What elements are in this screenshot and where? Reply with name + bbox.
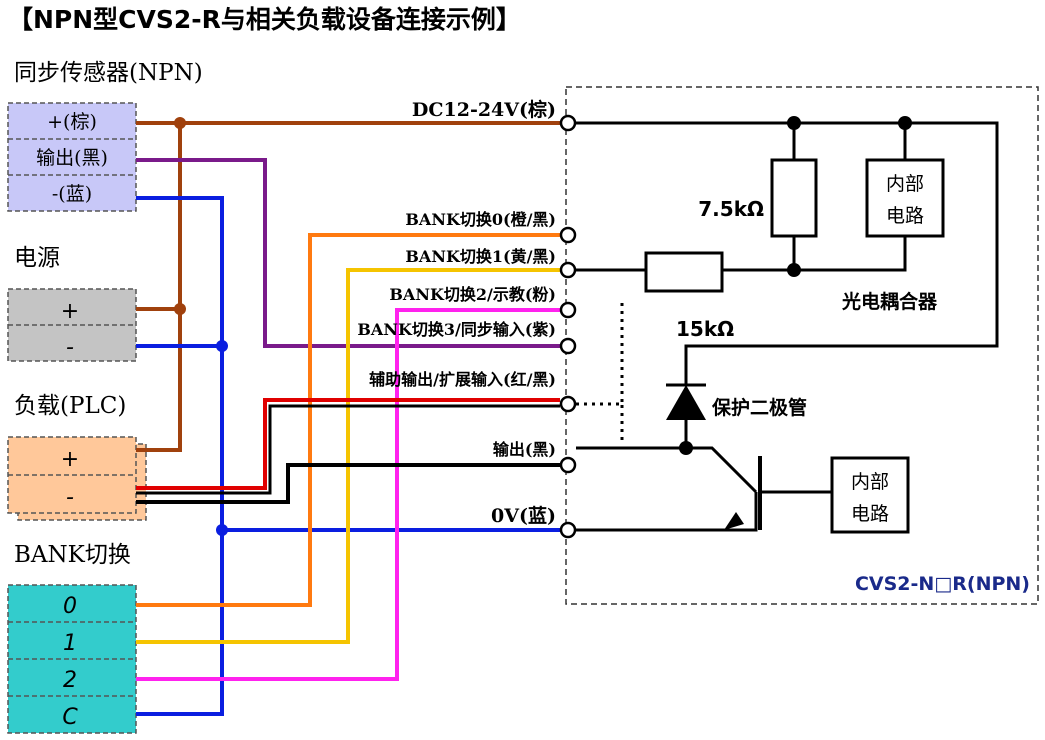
junction-brown-1 <box>174 117 186 129</box>
resistor-15k <box>644 251 724 293</box>
junction-internal-4 <box>679 441 693 455</box>
transistor-leads <box>576 420 758 532</box>
wire-blue <box>136 196 560 716</box>
internal-circuit-bottom-box <box>830 456 910 534</box>
sensor-row-plus: +(棕) <box>47 111 97 133</box>
junction-internal-1 <box>787 116 801 130</box>
terminal-bank1 <box>559 261 577 279</box>
internal-top-bus <box>576 121 999 385</box>
sensor-box: +(棕) 输出(黑) -(蓝) <box>7 102 137 212</box>
junction-brown-2 <box>174 303 186 315</box>
junction-blue-2 <box>216 524 228 536</box>
resistor-7k5-label: 7.5kΩ <box>698 197 764 221</box>
internal-circuit-top-line1: 内部 <box>886 173 924 195</box>
wire-yellow <box>136 268 560 644</box>
terminal-bank0 <box>559 226 577 244</box>
load-box: + - <box>7 436 147 521</box>
terminal-label-output: 输出(黑) <box>493 440 556 459</box>
terminal-aux <box>559 395 577 413</box>
load-group-label: 负载(PLC) <box>14 393 126 419</box>
power-group-label: 电源 <box>14 245 60 271</box>
diagram-title: 【NPN型CVS2-R与相关负载设备连接示例】 <box>8 5 521 34</box>
bank-row-2: 2 <box>63 668 77 693</box>
bank-row-c: C <box>62 705 78 730</box>
junction-blue-1 <box>216 340 228 352</box>
junction-internal-2 <box>898 116 912 130</box>
terminal-label-bank0: BANK切换0(橙/黑) <box>405 210 556 229</box>
protection-diode-label: 保护二极管 <box>711 396 807 419</box>
wire-red <box>136 398 560 490</box>
bank-row-0: 0 <box>63 594 77 619</box>
terminal-output <box>559 456 577 474</box>
bank-box: 0 1 2 C <box>7 584 137 734</box>
terminal-bank3 <box>559 337 577 355</box>
wire-red-black-stripe <box>136 404 560 495</box>
junction-internal-3 <box>787 263 801 277</box>
bank-group-label: BANK切换 <box>14 542 131 568</box>
terminal-dc <box>559 114 577 132</box>
internal-circuit-top-box <box>865 158 945 238</box>
wire-purple <box>136 158 560 348</box>
terminal-label-bank1: BANK切换1(黄/黑) <box>405 247 556 266</box>
protection-diode-icon <box>666 385 706 420</box>
internal-circuit-top-line2: 电路 <box>886 205 924 227</box>
device-boundary <box>565 86 1039 605</box>
wire-black <box>136 463 560 504</box>
optocoupler-label: 光电耦合器 <box>841 290 938 313</box>
terminal-label-aux: 辅助输出/扩展输入(红/黑) <box>369 370 556 389</box>
terminal-label-dc: DC12-24V(棕) <box>412 98 556 121</box>
resistor-15k-label: 15kΩ <box>676 317 734 341</box>
terminal-label-bank3: BANK切换3/同步输入(紫) <box>357 320 556 339</box>
power-row-minus: - <box>66 335 74 360</box>
internal-circuit-bottom-line1: 内部 <box>851 471 889 493</box>
terminal-label-0v: 0V(蓝) <box>491 504 556 527</box>
power-row-plus: + <box>61 299 79 324</box>
sensor-row-output: 输出(黑) <box>36 147 108 169</box>
sensor-group-label: 同步传感器(NPN) <box>14 60 203 86</box>
transistor-emitter-arrow <box>724 512 744 530</box>
aux-dotted-line <box>576 300 624 406</box>
terminal-bank2 <box>559 301 577 319</box>
resistor-7k5 <box>770 158 818 238</box>
load-row-plus: + <box>61 447 79 472</box>
load-row-minus: - <box>66 485 74 510</box>
wire-pink <box>136 308 560 681</box>
wire-orange <box>136 233 560 607</box>
wire-brown <box>136 121 560 452</box>
internal-circuit-bottom-line2: 电路 <box>851 503 889 525</box>
bank-row-1: 1 <box>63 631 77 656</box>
device-model-label: CVS2-N□R(NPN) <box>855 573 1030 595</box>
power-box: + - <box>7 288 137 362</box>
terminal-0v <box>559 521 577 539</box>
sensor-row-minus: -(蓝) <box>52 183 92 205</box>
terminal-label-bank2: BANK切换2/示教(粉) <box>389 285 556 304</box>
